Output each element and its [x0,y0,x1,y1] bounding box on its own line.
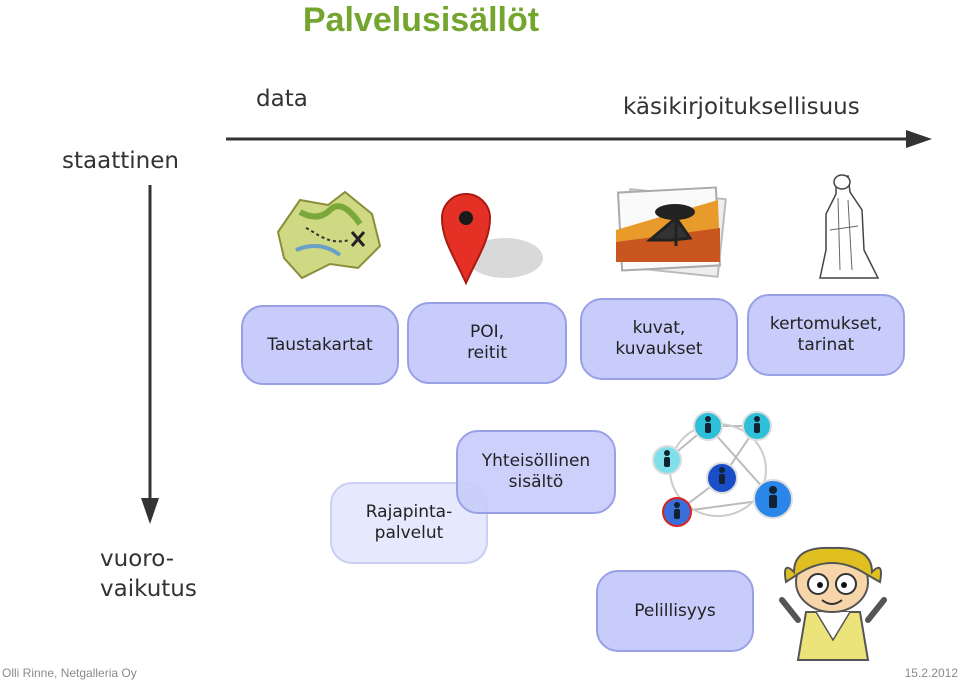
people-network-icon [652,411,793,527]
kertomukset-box: kertomukset, tarinat [747,294,905,376]
poi-box: POI, reitit [407,302,567,384]
pelillisyys-box: Pelillisyys [596,570,754,652]
map-pin-icon [440,193,543,286]
rajapinta-box: Rajapinta- palvelut [330,482,488,564]
y-axis-start-label: staattinen [62,148,179,174]
treasure-map-icon [276,190,382,280]
footer-date: 15.2.2012 [904,666,958,680]
footer-author: Olli Rinne, Netgalleria Oy [2,666,137,680]
kuvat-box: kuvat, kuvaukset [580,298,738,380]
page-title: Palvelusisällöt [302,1,540,39]
cartoon-character-icon [779,546,887,661]
x-axis-start-label: data [256,86,308,112]
x-axis-arrow [226,130,932,148]
y-axis-end-label: vuoro- vaikutus [100,546,197,602]
taustakartat-box: Taustakartat [241,305,399,385]
photo-icon [616,186,727,278]
yhteisollinen-box: Yhteisöllinen sisältö [456,430,616,514]
x-axis-end-label: käsikirjoituksellisuus [623,94,860,120]
y-axis-arrow [141,185,159,524]
statue-icon [819,174,880,279]
